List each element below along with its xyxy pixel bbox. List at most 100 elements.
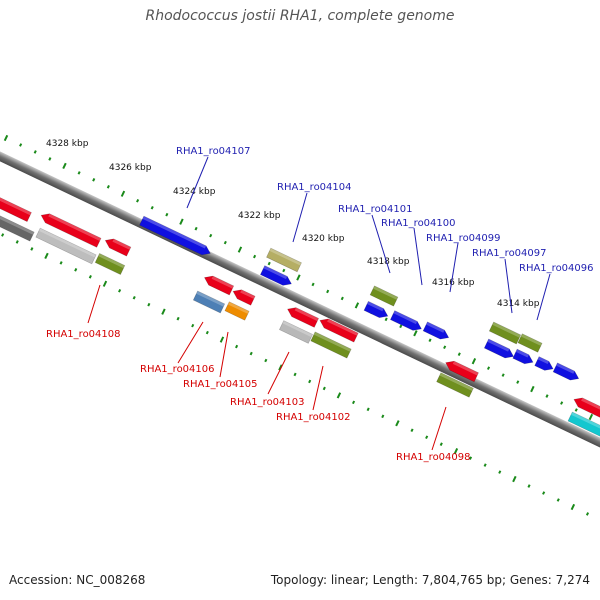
gene-label[interactable]: RHA1_ro04100	[381, 218, 456, 229]
gene-feature[interactable]	[512, 348, 535, 367]
scale-dot	[516, 380, 520, 384]
gene-feature-highlight	[492, 322, 521, 338]
tick-label: 4318 kbp	[367, 257, 410, 267]
gene-feature[interactable]	[552, 362, 581, 383]
scale-dot	[118, 288, 122, 293]
tick-label: 4328 kbp	[46, 139, 89, 149]
gene-feature[interactable]	[318, 316, 359, 343]
gene-feature[interactable]	[363, 300, 390, 320]
gene-label[interactable]: RHA1_ro04102	[276, 412, 351, 423]
scale-dot	[351, 400, 356, 405]
scale-dot	[223, 240, 227, 245]
gene-feature-highlight	[426, 321, 445, 333]
gene-label[interactable]: RHA1_ro04101	[338, 204, 413, 215]
gene-feature[interactable]	[572, 395, 600, 422]
scale-dot	[471, 358, 477, 365]
scale-dot	[413, 330, 418, 337]
gene-feature[interactable]	[285, 305, 319, 328]
gene-feature[interactable]	[534, 356, 556, 374]
gene-feature[interactable]	[35, 227, 97, 265]
scale-dot	[161, 308, 166, 315]
gene-features[interactable]	[0, 188, 600, 441]
scale-dot	[527, 484, 531, 488]
gene-feature-highlight	[196, 291, 225, 307]
gene-feature[interactable]	[266, 247, 302, 273]
gene-label[interactable]: RHA1_ro04103	[230, 397, 305, 408]
label-leaders	[87, 156, 551, 451]
scale-dot	[235, 344, 239, 349]
gene-feature-highlight	[537, 356, 549, 365]
gene-feature-highlight	[38, 228, 97, 258]
scale-dot	[88, 275, 92, 279]
gene-feature[interactable]	[0, 214, 35, 242]
gene-feature[interactable]	[488, 321, 522, 345]
gene-feature[interactable]	[0, 188, 32, 222]
genome-summary-text: Topology: linear; Length: 7,804,765 bp; …	[270, 573, 590, 587]
gene-feature[interactable]	[310, 331, 352, 359]
scale-dot	[132, 295, 136, 300]
scale-dot	[410, 428, 414, 433]
scale-dot	[395, 420, 400, 427]
scale-dot	[179, 218, 184, 225]
gene-feature-highlight	[211, 276, 234, 289]
scale-dot	[326, 289, 330, 294]
gene-feature-highlight	[439, 372, 474, 391]
gene-feature[interactable]	[567, 411, 600, 441]
gene-feature[interactable]	[390, 310, 423, 334]
scale-dot	[468, 456, 473, 460]
gene-feature[interactable]	[39, 211, 102, 248]
gene-feature[interactable]	[224, 301, 250, 321]
gene-feature[interactable]	[517, 333, 543, 353]
scale-dot	[237, 246, 243, 253]
gene-feature[interactable]	[422, 321, 451, 342]
scale-dot	[191, 323, 195, 328]
gene-label[interactable]: RHA1_ro04104	[277, 182, 352, 193]
scale-dot	[381, 414, 385, 419]
gene-label[interactable]: RHA1_ro04099	[426, 233, 501, 244]
gene-feature[interactable]	[483, 338, 515, 361]
scale-dot	[483, 463, 487, 467]
gene-label[interactable]: RHA1_ro04098	[396, 452, 471, 463]
gene-label[interactable]: RHA1_ro04096	[519, 263, 594, 274]
scale-dot	[425, 435, 429, 440]
tick-label: 4326 kbp	[109, 163, 152, 173]
gene-feature-highlight	[227, 301, 250, 314]
scale-dot	[48, 157, 52, 161]
gene-feature[interactable]	[260, 265, 293, 289]
gene-feature-highlight	[282, 320, 313, 338]
scale-dot	[176, 316, 180, 321]
gene-feature-highlight	[373, 285, 398, 300]
gene-feature[interactable]	[139, 215, 213, 258]
gene-label[interactable]: RHA1_ro04106	[140, 364, 215, 375]
scale-dot	[44, 252, 49, 260]
gene-label[interactable]: RHA1_ro04108	[46, 329, 121, 340]
scale-dot	[120, 190, 126, 197]
gene-feature[interactable]	[436, 372, 474, 398]
gene-feature[interactable]	[103, 236, 132, 257]
scale-dot	[428, 338, 432, 343]
gene-label[interactable]: RHA1_ro04097	[472, 248, 547, 259]
scale-dot	[585, 512, 590, 516]
tick-label: 4320 kbp	[302, 234, 345, 244]
gene-feature[interactable]	[369, 285, 399, 307]
scale-dot	[308, 379, 312, 384]
scale-dot	[147, 302, 151, 307]
gene-feature-highlight	[515, 349, 529, 358]
gene-feature[interactable]	[279, 320, 313, 344]
scale-dot	[530, 385, 535, 393]
gene-feature[interactable]	[444, 358, 479, 383]
gene-feature[interactable]	[94, 253, 126, 275]
tick-label: 4316 kbp	[432, 278, 475, 288]
gene-feature[interactable]	[231, 287, 256, 306]
gene-label[interactable]: RHA1_ro04107	[176, 146, 251, 157]
scale-dot	[399, 324, 403, 329]
scale-dot	[15, 240, 19, 244]
gene-feature[interactable]	[202, 273, 235, 296]
gene-feature-highlight	[393, 310, 418, 325]
gene-label[interactable]: RHA1_ro04105	[183, 379, 258, 390]
gene-feature-highlight	[452, 361, 479, 376]
gene-feature[interactable]	[192, 290, 226, 314]
gene-feature-highlight	[112, 238, 131, 250]
tick-label: 4324 kbp	[173, 187, 216, 197]
